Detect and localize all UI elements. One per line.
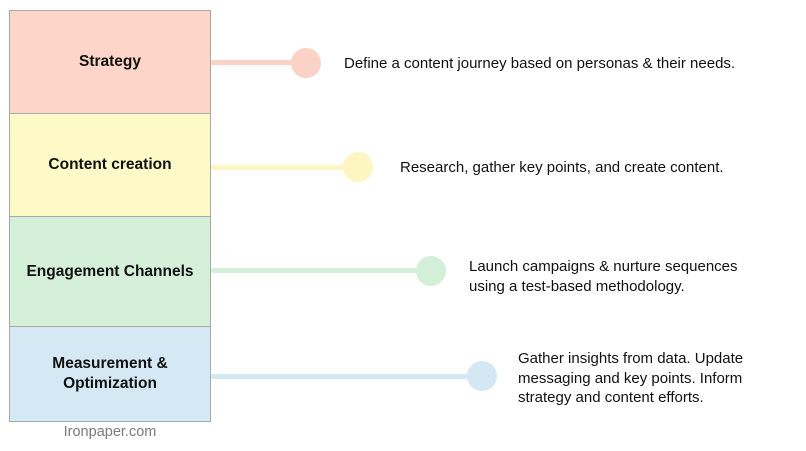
stage-stack: Strategy Content creation Engagement Cha…	[9, 10, 211, 422]
stage-box-strategy: Strategy	[9, 10, 211, 114]
stage-description-engagement-channels: Launch campaigns & nurture sequences usi…	[469, 258, 738, 295]
connector-dot-strategy	[291, 48, 321, 78]
connector-line-content-creation	[211, 165, 361, 170]
stage-box-measurement-optimization: Measurement & Optimization	[9, 327, 211, 422]
connector-dot-content-creation	[343, 152, 373, 182]
stage-box-engagement-channels: Engagement Channels	[9, 217, 211, 327]
stage-label-measurement-optimization: Measurement & Optimization	[52, 355, 168, 392]
connector-line-measurement-optimization	[211, 374, 481, 379]
source-credit: Ironpaper.com	[63, 424, 157, 440]
stage-label-content-creation: Content creation	[48, 156, 172, 173]
stage-description-strategy: Define a content journey based on person…	[344, 55, 736, 72]
connector-line-engagement-channels	[211, 268, 431, 273]
stage-label-engagement-channels: Engagement Channels	[26, 262, 194, 280]
connector-line-strategy	[211, 60, 306, 65]
connector-dot-measurement-optimization	[467, 361, 497, 391]
stage-description-measurement-optimization: Gather insights from data. Update messag…	[518, 350, 744, 406]
stage-box-content-creation: Content creation	[9, 114, 211, 217]
stage-description-content-creation: Research, gather key points, and create …	[400, 159, 724, 176]
connector-dot-engagement-channels	[416, 256, 446, 286]
stage-label-strategy: Strategy	[78, 53, 142, 70]
